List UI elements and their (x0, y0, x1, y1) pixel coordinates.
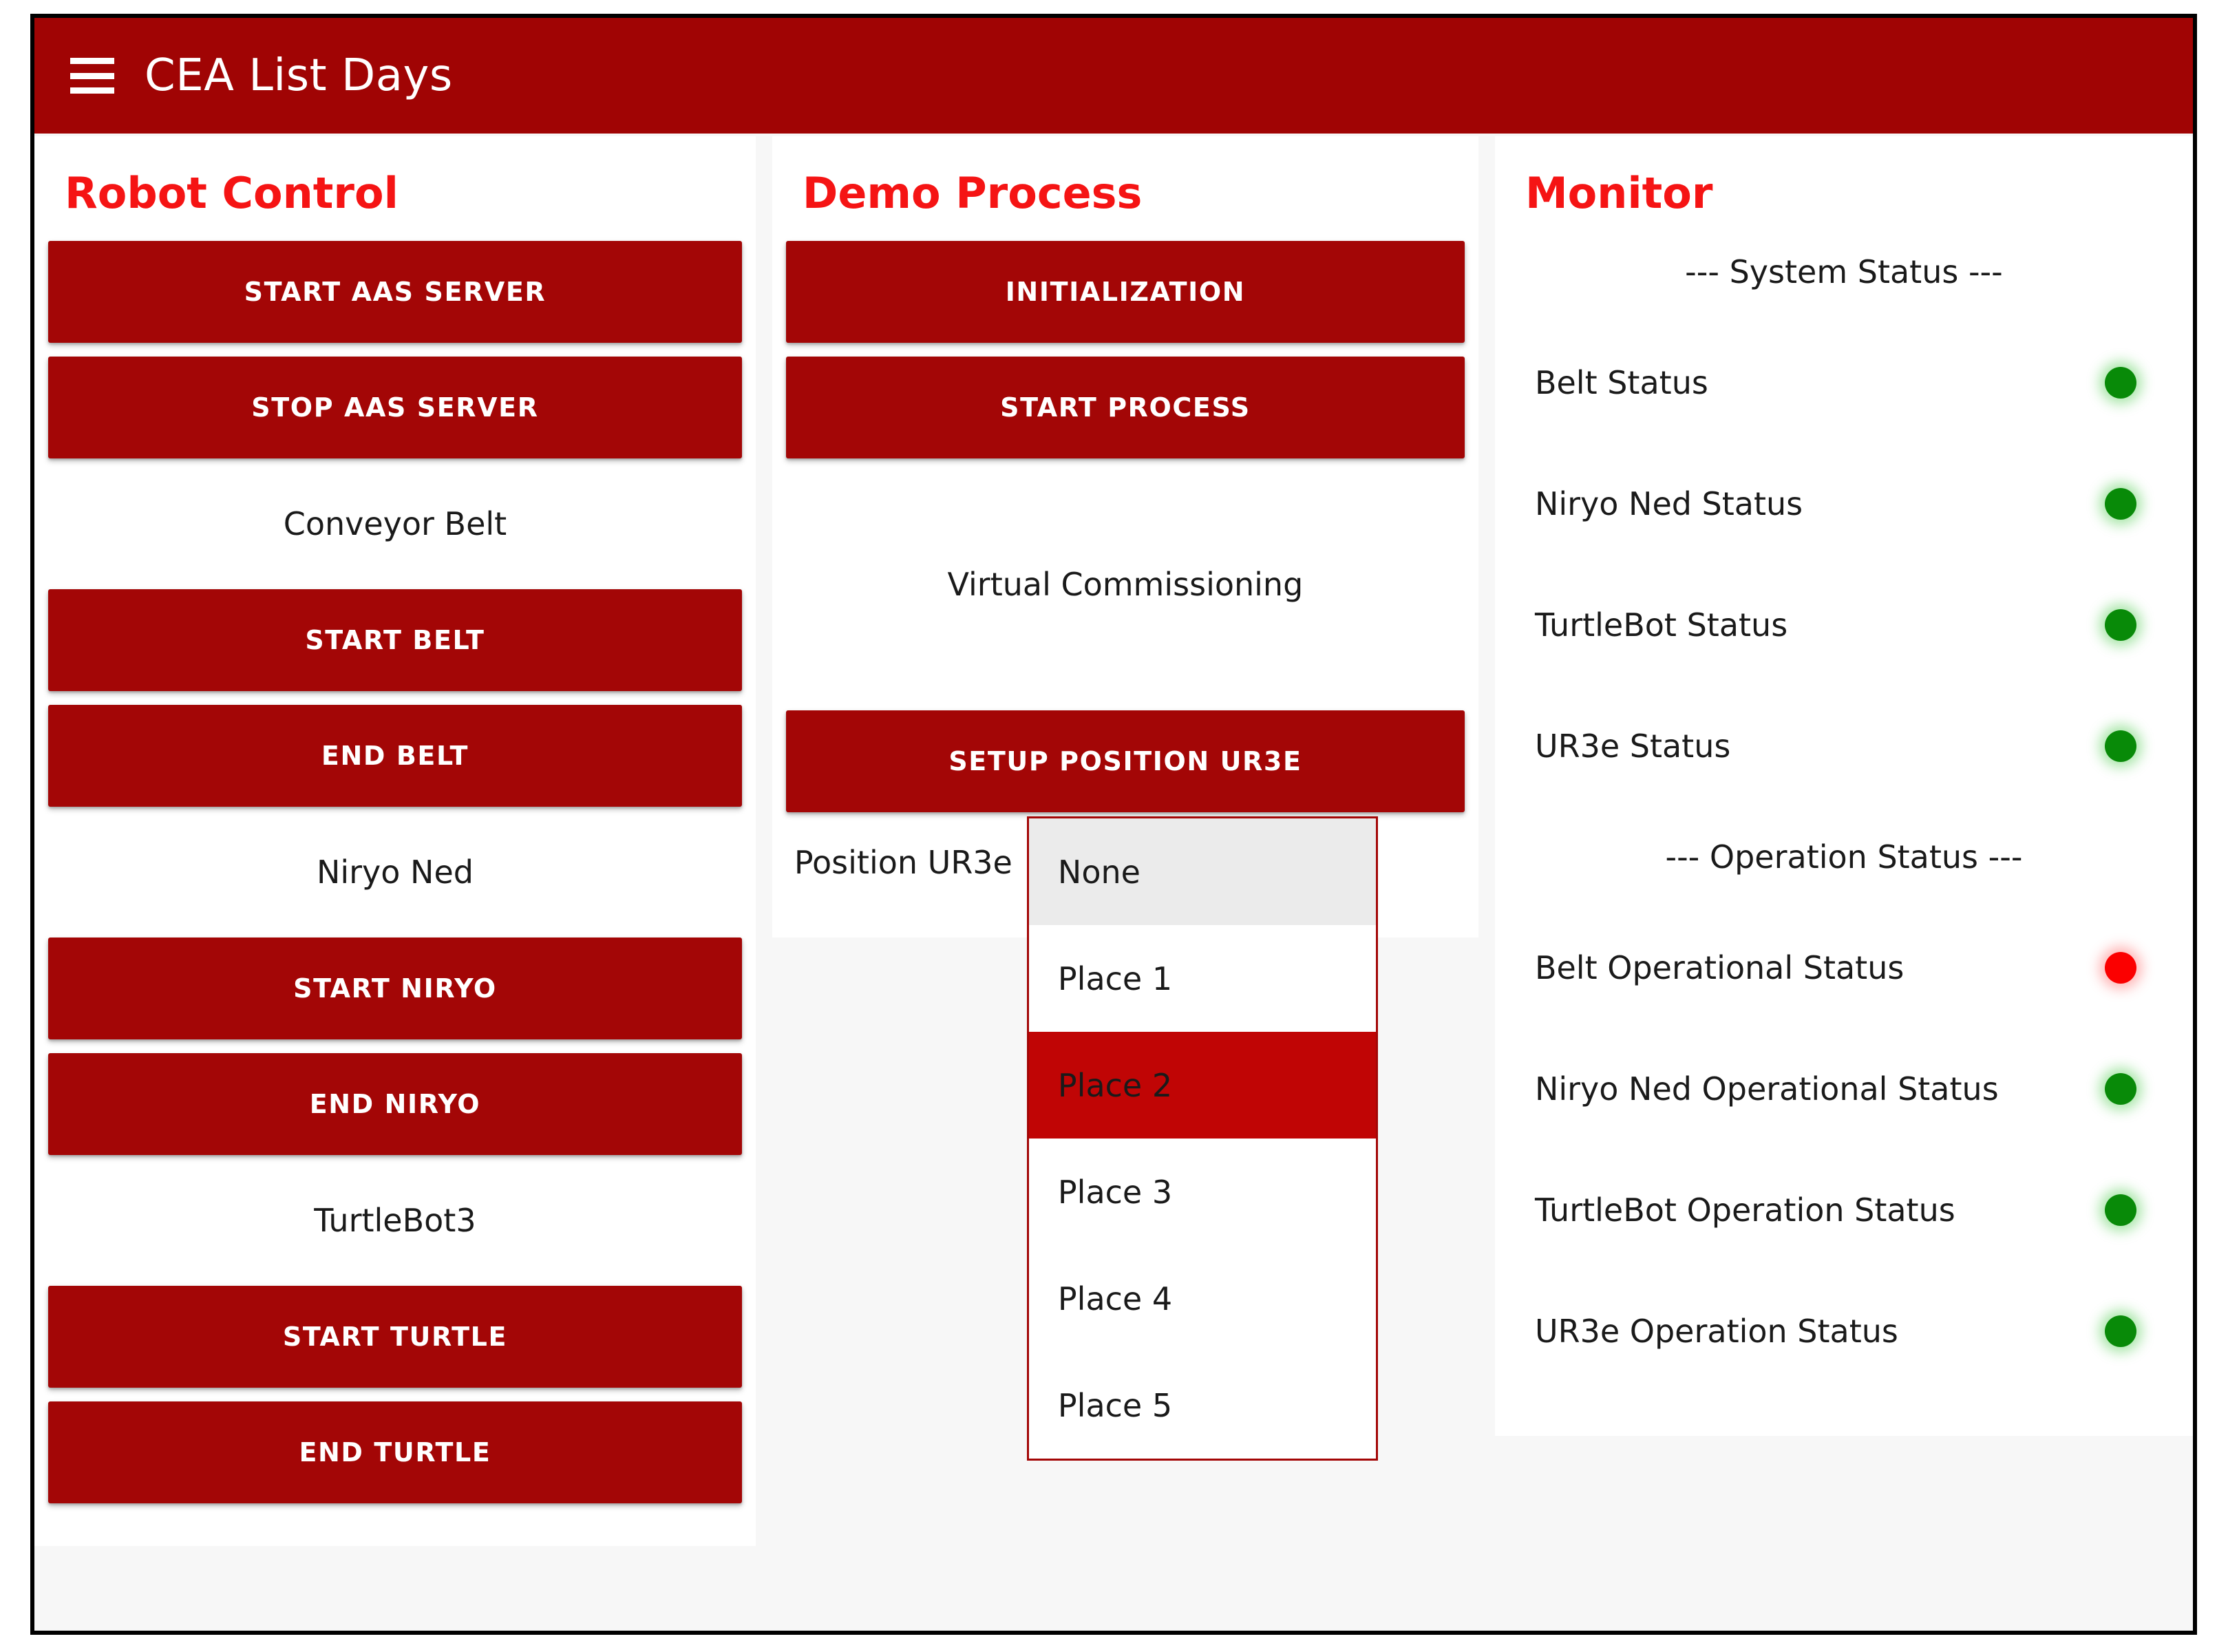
hamburger-menu-icon[interactable] (70, 58, 114, 94)
setup-position-ur3e-button[interactable]: SETUP POSITION UR3E (785, 710, 1465, 812)
hamburger-line-2 (70, 72, 114, 79)
operation-label-belt: Belt Operational Status (1534, 949, 1905, 986)
monitor-panel: Monitor --- System Status --- Belt Statu… (1494, 136, 2193, 1436)
dropdown-option-none[interactable]: None (1028, 818, 1376, 925)
dropdown-option-place-5[interactable]: Place 5 (1028, 1352, 1376, 1459)
virtual-commissioning-label: Virtual Commissioning (785, 472, 1465, 697)
app-title: CEA List Days (145, 50, 453, 101)
operation-led-belt (2105, 952, 2136, 984)
start-niryo-button[interactable]: START NIRYO (48, 938, 742, 1039)
status-led-belt (2105, 367, 2136, 399)
operation-label-niryo-ned: Niryo Ned Operational Status (1534, 1070, 1999, 1108)
niryo-ned-label: Niryo Ned (48, 820, 742, 924)
demo-process-panel: Demo Process INITIALIZATION START PROCES… (772, 136, 1478, 1461)
start-process-button[interactable]: START PROCESS (785, 357, 1465, 458)
application-window: CEA List Days Robot Control START AAS SE… (30, 14, 2197, 1635)
status-row-niryo-ned: Niryo Ned Status (1509, 443, 2179, 564)
dropdown-option-place-3[interactable]: Place 3 (1028, 1139, 1376, 1245)
demo-process-heading: Demo Process (802, 168, 1143, 218)
robot-control-panel: Robot Control START AAS SERVER STOP AAS … (34, 136, 756, 1546)
start-turtle-button[interactable]: START TURTLE (48, 1286, 742, 1388)
dropdown-option-place-2[interactable]: Place 2 (1028, 1032, 1376, 1139)
hamburger-line-3 (70, 87, 114, 94)
status-led-niryo-ned (2105, 488, 2136, 520)
position-ur3e-label: Position UR3e (794, 844, 1012, 881)
status-row-turtlebot: TurtleBot Status (1509, 564, 2179, 686)
operation-row-ur3e: UR3e Operation Status (1509, 1271, 2179, 1392)
position-ur3e-dropdown-list[interactable]: None Place 1 Place 2 Place 3 Place 4 Pla… (1026, 816, 1378, 1461)
initialization-button[interactable]: INITIALIZATION (785, 241, 1465, 343)
conveyor-belt-label: Conveyor Belt (48, 472, 742, 575)
dropdown-option-place-4[interactable]: Place 4 (1028, 1245, 1376, 1352)
end-niryo-button[interactable]: END NIRYO (48, 1053, 742, 1155)
start-belt-button[interactable]: START BELT (48, 589, 742, 691)
operation-led-turtlebot (2105, 1194, 2136, 1226)
position-select-row: Position UR3e None Place 1 Place 2 Place… (786, 816, 1465, 1461)
status-label-ur3e: UR3e Status (1534, 728, 1731, 765)
monitor-section-spacer (1509, 807, 2179, 826)
status-row-ur3e: UR3e Status (1509, 686, 2179, 807)
dropdown-option-place-1[interactable]: Place 1 (1028, 925, 1376, 1032)
operation-row-belt: Belt Operational Status (1509, 907, 2179, 1028)
workspace: Robot Control START AAS SERVER STOP AAS … (34, 134, 2193, 1631)
system-status-title: --- System Status --- (1685, 253, 2003, 290)
start-aas-server-button[interactable]: START AAS SERVER (48, 241, 742, 343)
robot-control-heading: Robot Control (65, 168, 399, 218)
status-led-turtlebot (2105, 609, 2136, 641)
monitor-heading: Monitor (1525, 168, 1713, 218)
operation-led-ur3e (2105, 1315, 2136, 1347)
status-label-niryo-ned: Niryo Ned Status (1534, 485, 1803, 522)
operation-label-ur3e: UR3e Operation Status (1534, 1313, 1898, 1350)
stop-aas-server-button[interactable]: STOP AAS SERVER (48, 357, 742, 458)
operation-row-niryo-ned: Niryo Ned Operational Status (1509, 1028, 2179, 1150)
operation-label-turtlebot: TurtleBot Operation Status (1534, 1192, 1955, 1229)
operation-status-title: --- Operation Status --- (1665, 838, 2023, 876)
status-row-belt: Belt Status (1509, 322, 2179, 443)
operation-led-niryo-ned (2105, 1073, 2136, 1105)
operation-row-turtlebot: TurtleBot Operation Status (1509, 1150, 2179, 1271)
status-label-belt: Belt Status (1534, 364, 1708, 401)
end-belt-button[interactable]: END BELT (48, 705, 742, 807)
end-turtle-button[interactable]: END TURTLE (48, 1401, 742, 1503)
status-led-ur3e (2105, 730, 2136, 762)
app-header-bar: CEA List Days (34, 18, 2193, 134)
turtlebot3-label: TurtleBot3 (48, 1169, 742, 1272)
hamburger-line-1 (70, 58, 114, 64)
status-label-turtlebot: TurtleBot Status (1534, 606, 1788, 644)
